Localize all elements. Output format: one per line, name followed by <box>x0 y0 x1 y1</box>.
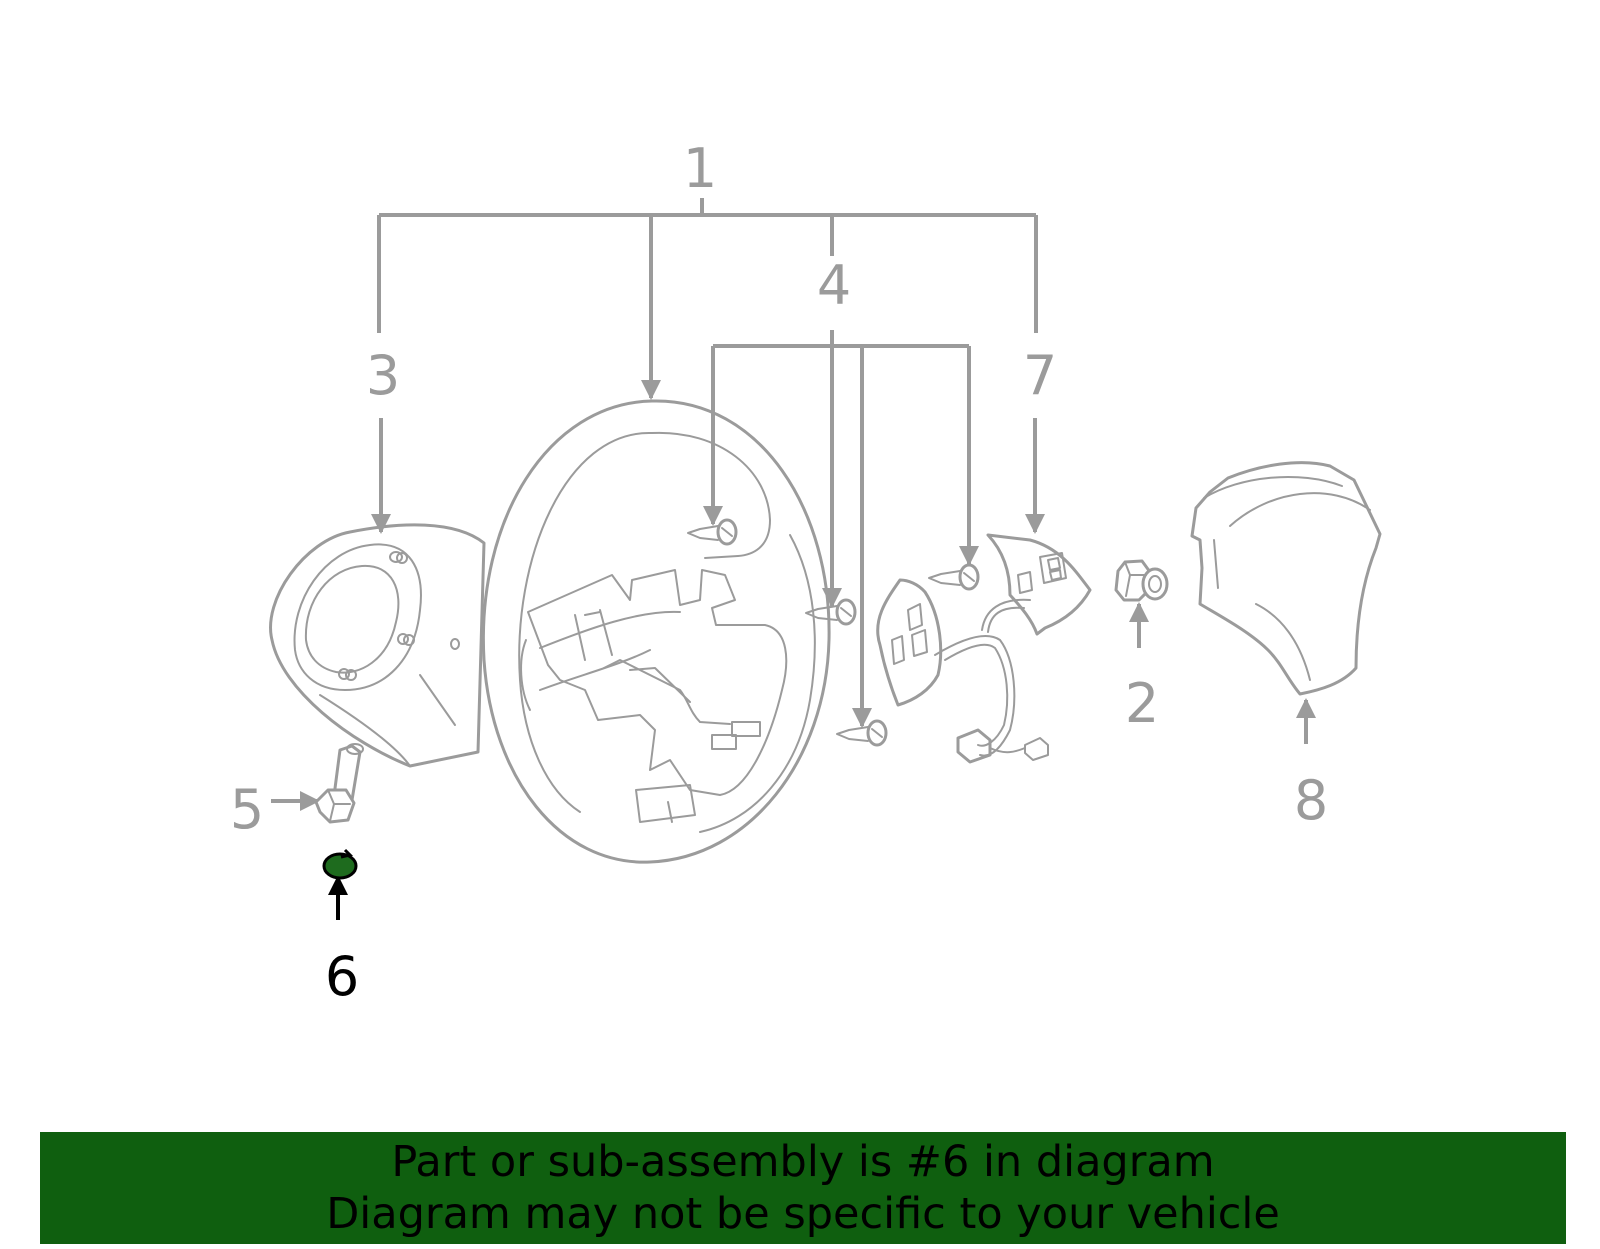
leader-4 <box>703 330 979 728</box>
clip-part-6-highlighted[interactable] <box>322 848 358 880</box>
callout-2[interactable]: 2 <box>1125 672 1159 735</box>
rear-cover-part-3[interactable] <box>269 523 486 768</box>
callout-6[interactable]: 6 <box>325 945 359 1008</box>
screw-4c[interactable] <box>928 563 980 591</box>
banner-line-1: Part or sub-assembly is #6 in diagram <box>391 1137 1215 1187</box>
callout-5[interactable]: 5 <box>230 778 264 841</box>
info-banner: Part or sub-assembly is #6 in diagram Di… <box>40 1132 1566 1244</box>
callout-3[interactable]: 3 <box>366 344 400 407</box>
screw-4b[interactable] <box>805 598 857 626</box>
airbag-pad-part-8[interactable] <box>1190 461 1382 696</box>
switch-assembly-part-7[interactable] <box>876 533 1092 764</box>
callout-7[interactable]: 7 <box>1023 344 1057 407</box>
steering-wheel[interactable] <box>481 399 831 864</box>
callout-1[interactable]: 1 <box>683 137 717 200</box>
screw-4a[interactable] <box>687 518 738 546</box>
callout-8[interactable]: 8 <box>1294 769 1328 832</box>
bolt-part-5[interactable] <box>314 743 364 824</box>
leader-1 <box>377 198 1038 400</box>
banner-line-2: Diagram may not be specific to your vehi… <box>326 1189 1280 1239</box>
nut-part-2[interactable] <box>1114 559 1169 602</box>
callout-4[interactable]: 4 <box>817 254 851 317</box>
screw-4d[interactable] <box>836 719 888 747</box>
